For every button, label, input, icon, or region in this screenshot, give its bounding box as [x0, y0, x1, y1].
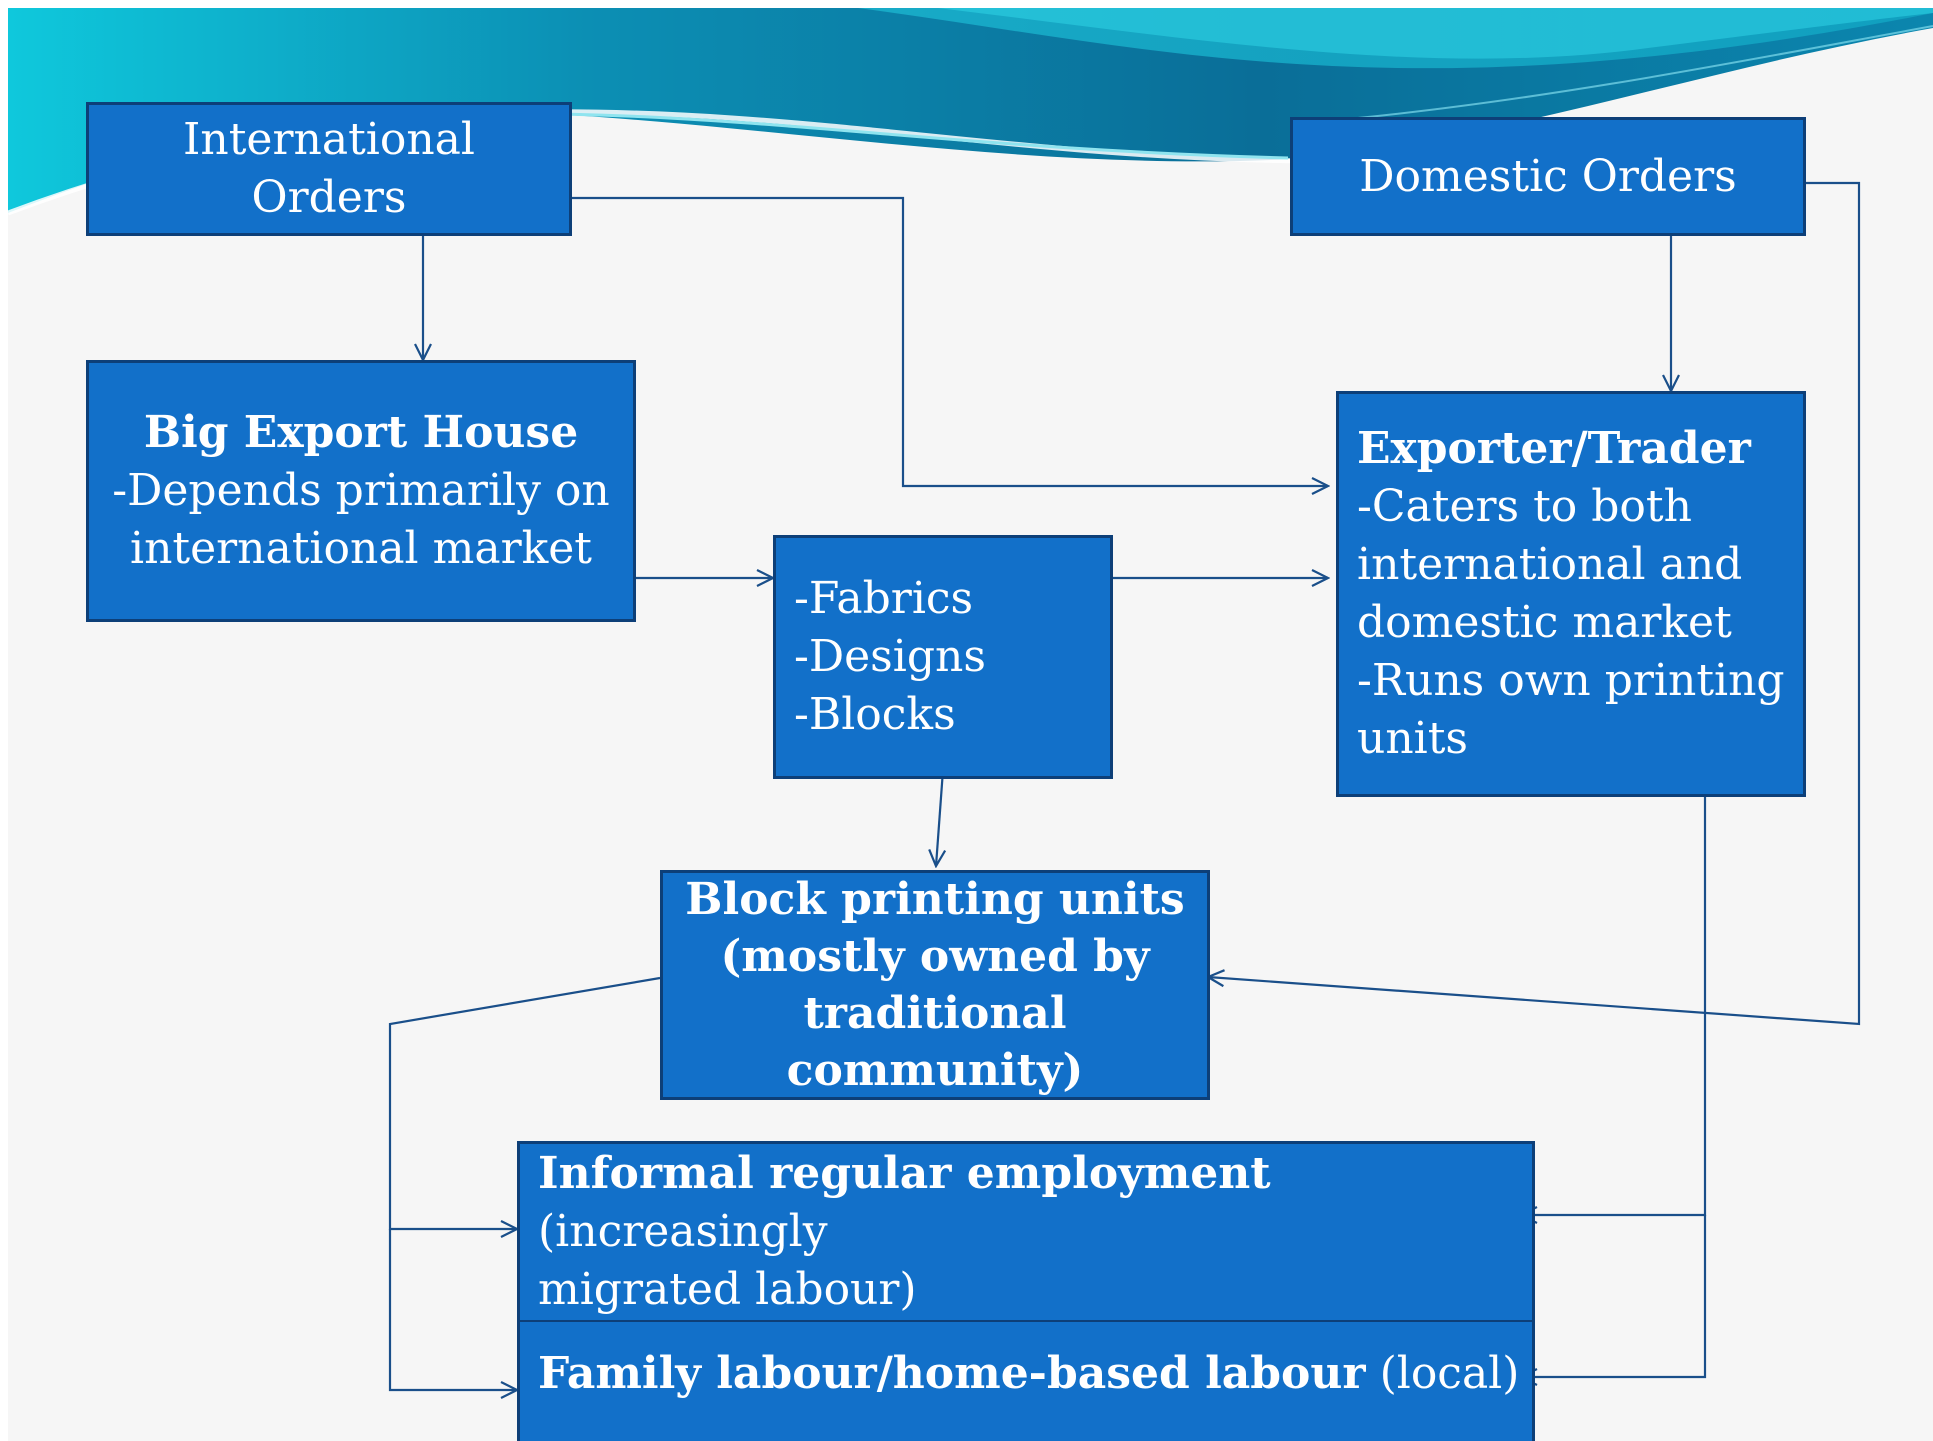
domestic-orders-label: Domestic Orders [1359, 150, 1737, 202]
inputs-designs: -Designs [794, 631, 986, 682]
family-labour-line: Family labour/home-based labour (local) [538, 1345, 1532, 1403]
international-orders-box: International Orders [86, 102, 572, 236]
informal-employment-note-b: migrated labour) [538, 1264, 917, 1315]
exporter-trader-title: Exporter/Trader [1357, 423, 1751, 474]
exporter-trader-line-1: -Caters to both [1357, 481, 1692, 532]
big-export-house-title: Big Export House [143, 407, 579, 458]
arrow-block-printing-to-informal [388, 976, 661, 1229]
informal-employment-note-a: (increasingly [538, 1206, 828, 1257]
international-orders-label: International Orders [183, 114, 475, 223]
big-export-house-box: Big Export House -Depends primarily on i… [86, 360, 636, 622]
block-printing-units-box: Block printing units (mostly owned by tr… [660, 870, 1210, 1100]
inputs-blocks: -Blocks [794, 689, 956, 740]
informal-employment-label: Informal regular employment [538, 1148, 1271, 1199]
block-printing-line-3: traditional [803, 988, 1067, 1039]
inputs-fabrics: -Fabrics [794, 573, 974, 624]
block-printing-line-4: community) [786, 1045, 1084, 1096]
block-printing-line-2: (mostly owned by [720, 931, 1150, 982]
family-labour-label: Family labour/home-based labour [538, 1348, 1366, 1399]
arrow-domestic-to-block-printing [1208, 181, 1861, 1026]
inputs-box: -Fabrics -Designs -Blocks [773, 535, 1113, 779]
family-labour-row: Family labour/home-based labour (local) [520, 1322, 1532, 1426]
domestic-orders-box: Domestic Orders [1290, 117, 1806, 236]
arrow-block-printing-to-family [388, 1229, 517, 1390]
arrow-exporter-to-family [1521, 1215, 1707, 1377]
block-printing-line-1: Block printing units [685, 874, 1185, 925]
exporter-trader-line-2: international and [1357, 539, 1743, 590]
arrow-exporter-to-informal [1521, 795, 1707, 1215]
big-export-house-line-2: international market [130, 523, 592, 574]
informal-employment-row: Informal regular employment (increasingl… [520, 1144, 1532, 1320]
family-labour-note: (local) [1379, 1348, 1520, 1399]
exporter-trader-line-3: domestic market [1357, 597, 1732, 648]
big-export-house-line-1: -Depends primarily on [112, 465, 610, 516]
exporter-trader-line-4: -Runs own printing [1357, 655, 1785, 706]
decorative-wave-banner [8, 8, 1933, 216]
exporter-trader-line-5: units [1357, 713, 1469, 764]
slide-canvas: International Orders Domestic Orders Big… [8, 8, 1933, 1441]
informal-employment-line-1: Informal regular employment (increasingl… [538, 1145, 1532, 1261]
labour-divider [520, 1320, 1532, 1322]
labour-box: Informal regular employment (increasingl… [517, 1141, 1535, 1441]
exporter-trader-box: Exporter/Trader -Caters to both internat… [1336, 391, 1806, 797]
connector-layer [388, 181, 1861, 1441]
arrow-inputs-to-block-printing [936, 769, 943, 866]
arrow-intl-to-exporter [566, 196, 1328, 486]
